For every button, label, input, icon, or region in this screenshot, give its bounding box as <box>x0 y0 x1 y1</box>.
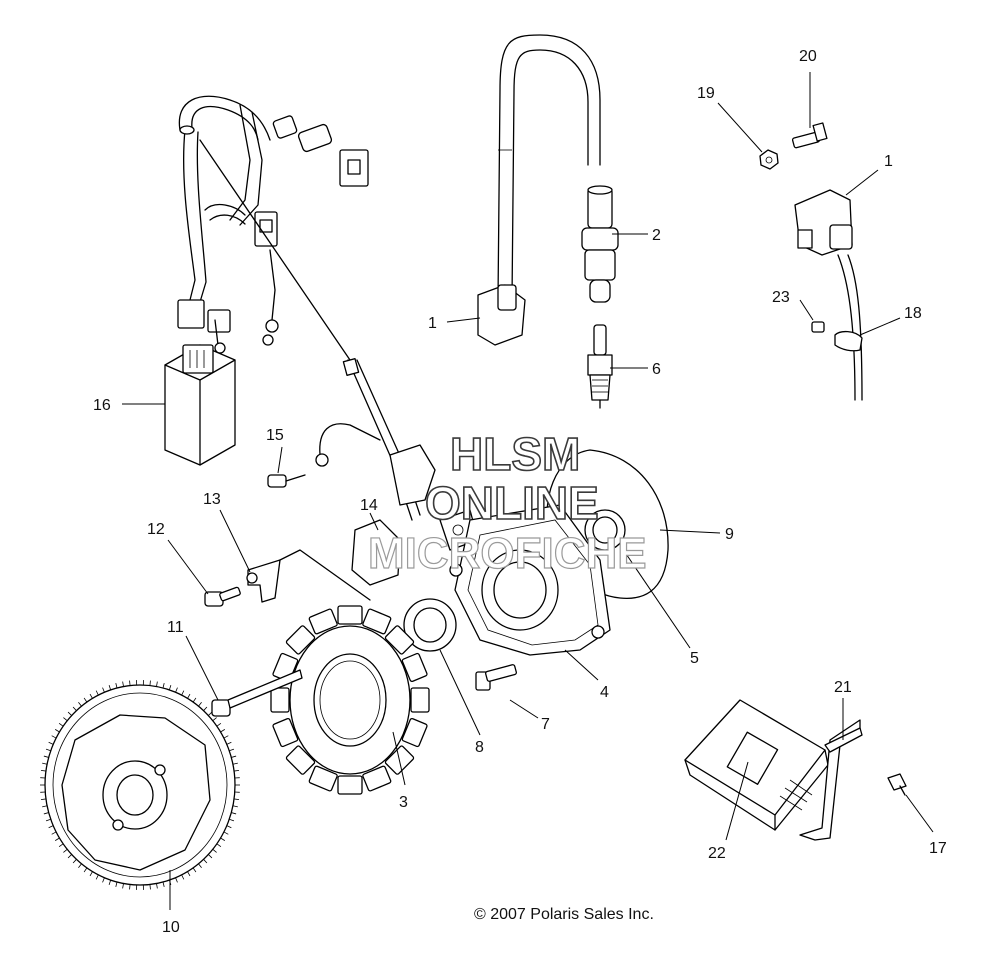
regulator-22 <box>685 700 828 830</box>
callout-9: 9 <box>725 526 734 543</box>
watermark-line-2: ONLINE <box>425 477 599 529</box>
screw-17 <box>888 774 906 795</box>
copyright-text: © 2007 Polaris Sales Inc. <box>474 906 654 923</box>
callout-18: 18 <box>904 305 922 322</box>
spark-plug-cap <box>582 186 618 302</box>
callout-3: 3 <box>399 794 408 811</box>
bracket-13 <box>247 550 370 602</box>
callout-15: 15 <box>266 427 284 444</box>
callout-17: 17 <box>929 840 947 857</box>
right-ignition-coil <box>795 190 862 400</box>
ground-wire <box>268 424 380 487</box>
nut-19 <box>760 150 778 169</box>
bracket-21 <box>800 720 862 840</box>
callout-8: 8 <box>475 739 484 756</box>
callout-19: 19 <box>697 85 715 102</box>
spark-plug <box>588 325 612 408</box>
callout-13: 13 <box>203 491 221 508</box>
callout-11: 11 <box>167 619 184 636</box>
cdi-module <box>165 345 235 465</box>
callout-14: 14 <box>360 497 378 514</box>
screw-12 <box>205 587 241 606</box>
callout-1-center: 1 <box>428 315 437 332</box>
callout-12: 12 <box>147 521 165 538</box>
ignition-coil-lead <box>478 35 600 345</box>
callout-2: 2 <box>652 227 661 244</box>
bolt-7 <box>476 664 517 690</box>
callout-23: 23 <box>772 289 790 306</box>
callout-10: 10 <box>162 919 180 936</box>
callout-22: 22 <box>708 845 726 862</box>
callout-16: 16 <box>93 397 111 414</box>
callout-1-right: 1 <box>884 153 893 170</box>
watermark-line-3: MICROFICHE <box>368 529 647 578</box>
flywheel <box>40 680 240 890</box>
callout-6: 6 <box>652 361 661 378</box>
callout-20: 20 <box>799 48 817 65</box>
stator <box>271 606 429 794</box>
watermark-line-1: HLSM <box>450 428 580 480</box>
callout-4: 4 <box>600 684 609 701</box>
callout-5: 5 <box>690 650 699 667</box>
screw-23 <box>812 322 824 332</box>
callout-21: 21 <box>834 679 852 696</box>
callout-7: 7 <box>541 716 550 733</box>
